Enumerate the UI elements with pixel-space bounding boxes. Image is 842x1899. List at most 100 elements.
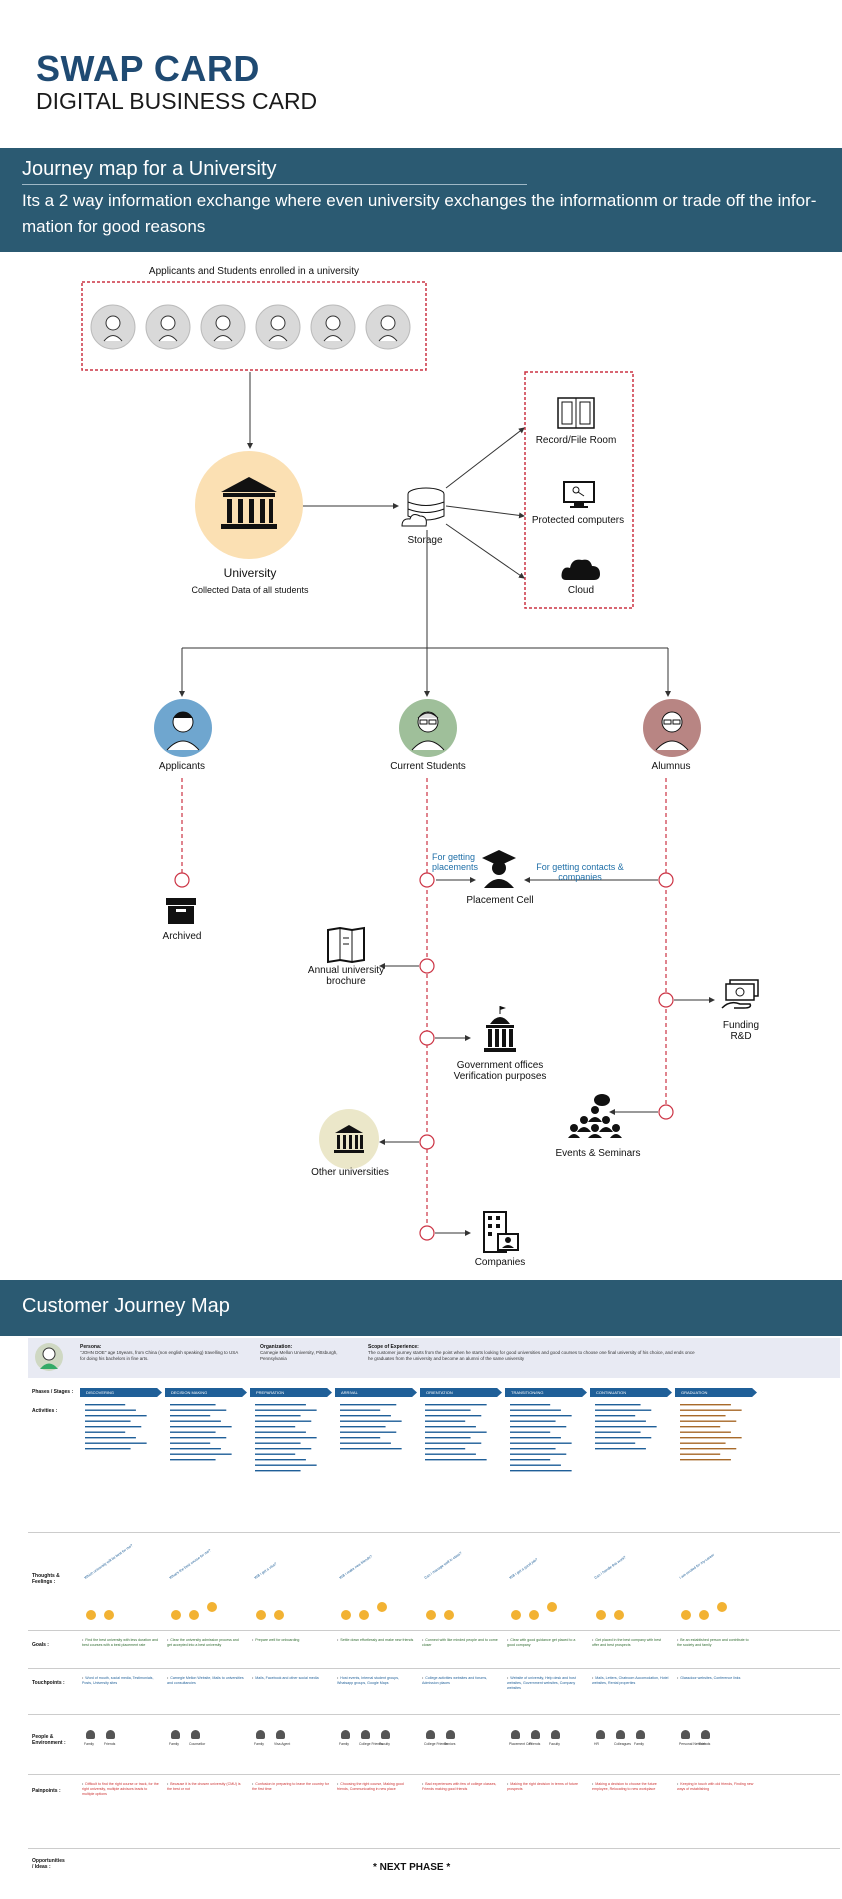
emotion-face-icon [511,1610,521,1620]
goal-text: Prepare well for onboarding [252,1638,329,1643]
current-student-avatar-icon [399,699,457,757]
section-heading: Journey map for a University [22,158,277,180]
person-label: College Friends [424,1742,448,1746]
row-label-thoughts: Thoughts & Feelings : [32,1573,60,1585]
row-label-phases: Phases / Stages : [32,1389,74,1395]
government-label: Government offices Verification purposes [453,1060,547,1082]
scope-title: Scope of Experience: [368,1344,419,1350]
goal-text: Connect with like minded people and to c… [422,1638,499,1648]
goal-text: Clear the university admission process a… [167,1638,244,1648]
person-label: Visa Agent [274,1742,291,1746]
university-label: University [223,566,277,580]
person-label: Seniors [444,1742,456,1746]
emotion-face-icon [529,1610,539,1620]
person-label: Placement Cell [509,1742,532,1746]
placement-cell-label: Placement Cell [466,895,534,906]
person-label: HR [594,1742,599,1746]
painpoint-text: Bad experiences with few of college clas… [422,1782,499,1792]
customer-journey-map: Persona:"JOHN DOE" age 19years, from Chi… [28,1338,840,1898]
person-icon [171,1730,180,1739]
painpoint-text: Because it is the chosen university (CMU… [167,1782,244,1792]
companies-label: Companies [474,1257,526,1268]
government-building-icon [484,1006,516,1052]
person-icon [531,1730,540,1739]
emotion-face-icon [426,1610,436,1620]
row-label-people: People & Environment : [32,1734,66,1746]
person-icon [426,1730,435,1739]
funding-money-icon [721,979,759,1009]
activity-list [510,1404,572,1472]
person-icon [551,1730,560,1739]
section-banner-university: Journey map for a University Its a 2 way… [0,148,842,252]
goal-text: Find the best university with less durat… [82,1638,159,1648]
cloud-icon [561,559,600,580]
emotion-face-icon [717,1602,727,1612]
emotion-face-icon [359,1610,369,1620]
emotion-face-icon [444,1610,454,1620]
row-label-painpoints: Painpoints : [32,1788,61,1794]
person-label: Family [254,1742,264,1746]
goal-text: Get placed in the best company with best… [592,1638,669,1648]
thought-bubble: I am excited for my career [678,1552,716,1580]
thought-bubble: Can I handle this work? [593,1555,627,1580]
emotion-face-icon [104,1610,114,1620]
activity-list [680,1404,742,1461]
goal-text: Settle down effortlessly and make new fr… [337,1638,414,1643]
person-icon [381,1730,390,1739]
thought-bubble: What's the best course for me? [168,1548,212,1580]
activity-list [255,1404,317,1472]
person-icon [256,1730,265,1739]
emotion-face-icon [207,1602,217,1612]
page-title: SWAP CARD [36,48,260,89]
thought-bubble: Which university will be best for me? [83,1543,134,1580]
goal-text: Be an established person and contribute … [677,1638,754,1648]
placement-left-note: For getting placements [432,852,479,872]
painpoint-text: Making a decision to choose the future e… [592,1782,669,1792]
person-label: Faculty [549,1742,560,1746]
phase-stage: TRANSITION/ING [505,1388,587,1397]
person-label: Family [634,1742,644,1746]
university-building-icon [195,451,303,559]
touchpoint-text: Mails, Letters, Chatroom Accomodation, H… [592,1676,669,1686]
person-label: Faculty [379,1742,390,1746]
emotion-face-icon [171,1610,181,1620]
section-banner-journey: Customer Journey Map [0,1280,842,1336]
storage-label: Storage [407,535,443,546]
archived-label: Archived [162,931,202,942]
alumnus-avatar-icon [643,699,701,757]
phase-stage: ORIENTATION [420,1388,502,1397]
row-label-goals: Goals : [32,1642,49,1648]
emotion-face-icon [596,1610,606,1620]
scope-text: The customer journey starts from the poi… [368,1350,695,1361]
branch-applicants-label: Applicants [158,761,206,772]
events-label: Events & Seminars [555,1148,641,1159]
university-caption: Collected Data of all students [191,585,309,595]
phase-stage: PREPARATION [250,1388,332,1397]
org-text: Carnegie Mellon University, Pittsburgh, … [260,1350,338,1361]
person-icon [191,1730,200,1739]
diagram-connectors [81,281,715,1241]
other-universities-label: Other universities [311,1167,389,1178]
persona-bar: Persona:"JOHN DOE" age 19years, from Chi… [28,1338,840,1378]
branch-current-students-label: Current Students [390,761,466,772]
file-room-label: Record/File Room [535,435,617,446]
activity-list [340,1404,402,1450]
emotion-face-icon [547,1602,557,1612]
painpoint-text: Keeping in touch with old friends, Findi… [677,1782,754,1792]
person-label: Friends [699,1742,711,1746]
section-divider [22,184,527,185]
cloud-label: Cloud [567,585,595,596]
painpoint-text: Making the right decision in terms of fu… [507,1782,584,1792]
person-icon [511,1730,520,1739]
person-icon [681,1730,690,1739]
person-icon [446,1730,455,1739]
brochure-icon [327,926,365,964]
computer-icon [563,481,595,508]
touchpoint-text: College activities websites and forums, … [422,1676,499,1686]
archive-box-icon [166,898,196,924]
section-description: Its a 2 way information exchange where e… [22,191,817,236]
person-label: Counsellor [189,1742,206,1746]
person-label: Family [169,1742,179,1746]
phase-stage: DISCOVERING [80,1388,162,1397]
person-label: Friends [104,1742,116,1746]
